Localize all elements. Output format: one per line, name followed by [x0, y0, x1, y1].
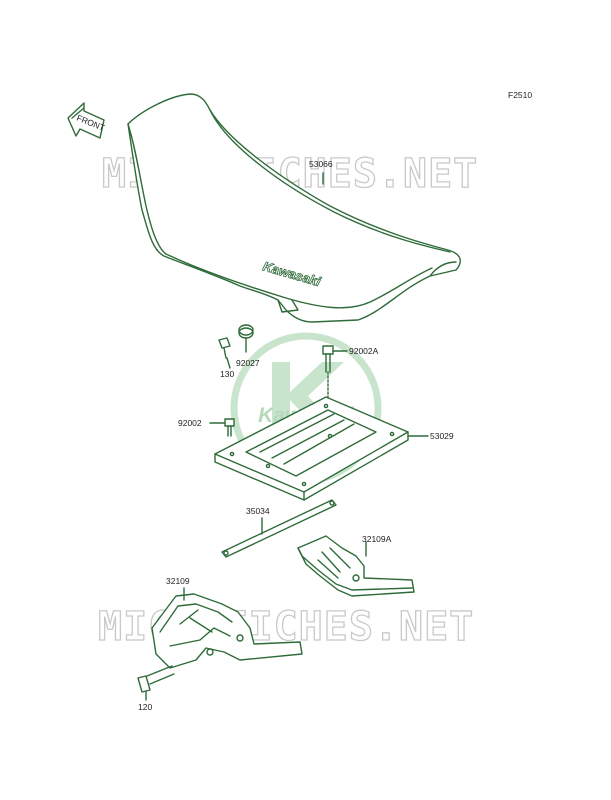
bolt-120	[137, 665, 175, 701]
strap-35034	[221, 499, 337, 558]
part-label-53029: 53029	[430, 431, 454, 441]
figure-code: F2510	[508, 90, 532, 100]
part-label-32109a: 32109A	[362, 534, 392, 544]
collar-92027	[238, 324, 254, 353]
part-label-92002a: 92002A	[349, 346, 379, 356]
part-label-130: 130	[220, 369, 234, 379]
front-arrow-icon: FRONT	[67, 102, 106, 139]
part-label-120: 120	[138, 702, 152, 712]
part-label-32109: 32109	[166, 576, 190, 586]
part-label-92027: 92027	[236, 358, 260, 368]
seat-base-plate-53029	[214, 396, 409, 501]
bolt-92002	[209, 418, 235, 437]
part-label-92002: 92002	[178, 418, 202, 428]
bracket-right-32109a	[297, 535, 415, 597]
part-label-53066: 53066	[309, 159, 333, 169]
part-label-35034: 35034	[246, 506, 270, 516]
seat-53066: Kawasaki	[127, 93, 461, 323]
bolt-130	[218, 337, 231, 369]
bracket-left-32109	[151, 587, 303, 669]
bolt-92002a	[322, 345, 348, 399]
